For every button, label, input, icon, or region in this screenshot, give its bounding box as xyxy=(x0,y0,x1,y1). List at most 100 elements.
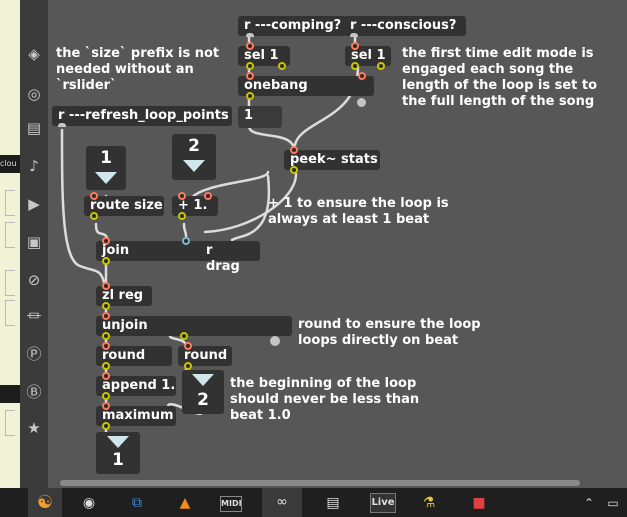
image-icon[interactable]: ▣ xyxy=(26,233,42,251)
remote-icon[interactable]: ■ xyxy=(472,495,486,511)
comment-beginning: the beginning of the loop should never b… xyxy=(230,376,420,423)
sel-1-left-object[interactable]: sel 1 xyxy=(238,42,290,70)
python-icon[interactable]: ⚗ xyxy=(422,495,436,511)
star-icon[interactable]: ★ xyxy=(27,419,41,437)
number-box-bottom[interactable]: 1 xyxy=(96,432,140,474)
vlc-icon[interactable]: ▲ xyxy=(179,495,191,511)
object-label: sel 1 xyxy=(351,48,386,63)
midi-icon[interactable]: MIDI xyxy=(220,496,242,512)
object-label: route size xyxy=(90,198,163,213)
round-left-object[interactable]: round xyxy=(96,342,172,370)
strip-label: clou xyxy=(0,155,20,173)
message-1[interactable]: 1 xyxy=(238,106,282,128)
object-label: r ---conscious? xyxy=(350,18,457,33)
strip-box xyxy=(5,222,15,248)
strip-box xyxy=(5,300,15,326)
chevron-up-icon[interactable]: ⌃ xyxy=(583,496,595,510)
outlet[interactable] xyxy=(350,33,358,37)
horizontal-scrollbar[interactable] xyxy=(60,480,580,486)
monitor-icon[interactable]: ▭ xyxy=(607,496,619,510)
outlet-port[interactable] xyxy=(178,212,186,220)
app-icon[interactable]: ☯ xyxy=(28,488,62,517)
object-label: round xyxy=(102,348,146,363)
number-value: 1 xyxy=(100,148,112,168)
obs-icon[interactable]: ◉ xyxy=(82,495,96,511)
outlet-port[interactable] xyxy=(102,257,110,265)
object-label: r ---comping? xyxy=(244,18,342,33)
number-arrow-icon xyxy=(107,436,129,448)
maximum-object[interactable]: maximum xyxy=(96,402,176,430)
message-label: 1 xyxy=(244,108,254,123)
left-window-strip: clou xyxy=(0,0,20,488)
comment-size-prefix: the `size` prefix is not needed without … xyxy=(56,46,220,93)
outlet-port[interactable] xyxy=(351,62,359,70)
strip-box xyxy=(5,190,15,216)
route-size-object[interactable]: route size xyxy=(84,192,164,220)
live-icon[interactable]: Live xyxy=(370,493,396,513)
target-icon[interactable]: ◎ xyxy=(27,85,41,103)
music-note-icon[interactable]: ♪ xyxy=(29,157,39,175)
strip-dark-block xyxy=(0,385,20,403)
inlet-port[interactable] xyxy=(358,72,366,80)
object-label: unjoin xyxy=(102,318,148,333)
plug-icon[interactable]: ⏛ xyxy=(26,307,42,325)
unjoin-object[interactable]: unjoin xyxy=(96,312,292,340)
number-value: 2 xyxy=(188,136,200,156)
b-circle-icon[interactable]: Ⓑ xyxy=(26,383,42,401)
sidebar: ◈ ◎ ▤ ♪ ▶ ▣ ⊘ ⏛ Ⓟ Ⓑ ★ xyxy=(20,0,49,488)
outlet-port[interactable] xyxy=(102,302,110,310)
receive-comping-object[interactable]: r ---comping? xyxy=(238,16,346,37)
object-label: append 1. xyxy=(102,378,176,393)
number-box-mid[interactable]: 2 xyxy=(182,370,224,414)
r-drag-label: r drag xyxy=(206,243,240,274)
append-object[interactable]: append 1. xyxy=(96,372,176,400)
package-icon[interactable]: ◈ xyxy=(28,45,40,63)
object-label: onebang xyxy=(244,78,308,93)
zl-reg-object[interactable]: zl reg xyxy=(96,282,152,310)
outlet-port[interactable] xyxy=(90,212,98,220)
bang-indicator[interactable] xyxy=(357,98,366,107)
number-value: 2 xyxy=(197,390,209,410)
number-box-top-left[interactable]: 1 xyxy=(86,146,126,190)
playlist-icon[interactable]: ▶ xyxy=(28,195,40,213)
onebang-bang xyxy=(238,80,374,110)
outlet-port[interactable] xyxy=(246,62,254,70)
outlet[interactable] xyxy=(246,33,254,37)
unjoin-extra-outlet[interactable] xyxy=(270,336,280,346)
object-label: round xyxy=(184,348,228,363)
object-label: + 1. xyxy=(178,198,208,213)
object-label: r ---refresh_loop_points xyxy=(58,108,229,123)
comment-round-beat: round to ensure the loop loops directly … xyxy=(298,317,481,348)
receive-conscious-object[interactable]: r ---conscious? xyxy=(344,16,466,37)
inlet-port[interactable] xyxy=(182,237,190,245)
max-icon[interactable]: ∞ xyxy=(262,488,302,517)
comment-plus-one: + 1 to ensure the loop is always at leas… xyxy=(268,196,449,227)
peek-stats-object[interactable]: peek~ stats xyxy=(284,146,380,174)
outlet-port[interactable] xyxy=(377,62,385,70)
receive-refresh-loop-points[interactable]: r ---refresh_loop_points xyxy=(52,106,232,127)
outlet-port[interactable] xyxy=(102,332,110,340)
outlet-port[interactable] xyxy=(180,332,188,340)
object-label: sel 1 xyxy=(244,48,279,63)
sel-1-right-object[interactable]: sel 1 xyxy=(345,42,391,70)
outlet-port[interactable] xyxy=(290,166,298,174)
number-box-top-right[interactable]: 2 xyxy=(172,134,216,180)
comment-first-time: the first time edit mode is engaged each… xyxy=(402,46,598,109)
outlet[interactable] xyxy=(58,123,66,127)
plus-1-object[interactable]: + 1. xyxy=(172,192,218,220)
paperclip-icon[interactable]: ⊘ xyxy=(27,271,41,289)
taskbar: ☯ ◉ ⧉ ▲ MIDI ∞ ▤ Live ⚗ ■ ⌃ ▭ xyxy=(0,488,627,517)
outlet-port[interactable] xyxy=(102,422,110,430)
outlet-port[interactable] xyxy=(102,362,110,370)
vscode-icon[interactable]: ⧉ xyxy=(132,495,142,511)
number-arrow-icon xyxy=(183,160,205,172)
outlet-port[interactable] xyxy=(184,362,192,370)
strip-box xyxy=(5,270,15,296)
document-icon[interactable]: ▤ xyxy=(326,495,340,511)
outlet-port[interactable] xyxy=(278,62,286,70)
round-right-object[interactable]: round xyxy=(178,342,232,370)
film-icon[interactable]: ▤ xyxy=(26,119,42,137)
v-circle-icon[interactable]: Ⓟ xyxy=(26,345,42,363)
outlet-port[interactable] xyxy=(102,392,110,400)
object-label: join xyxy=(102,243,130,258)
